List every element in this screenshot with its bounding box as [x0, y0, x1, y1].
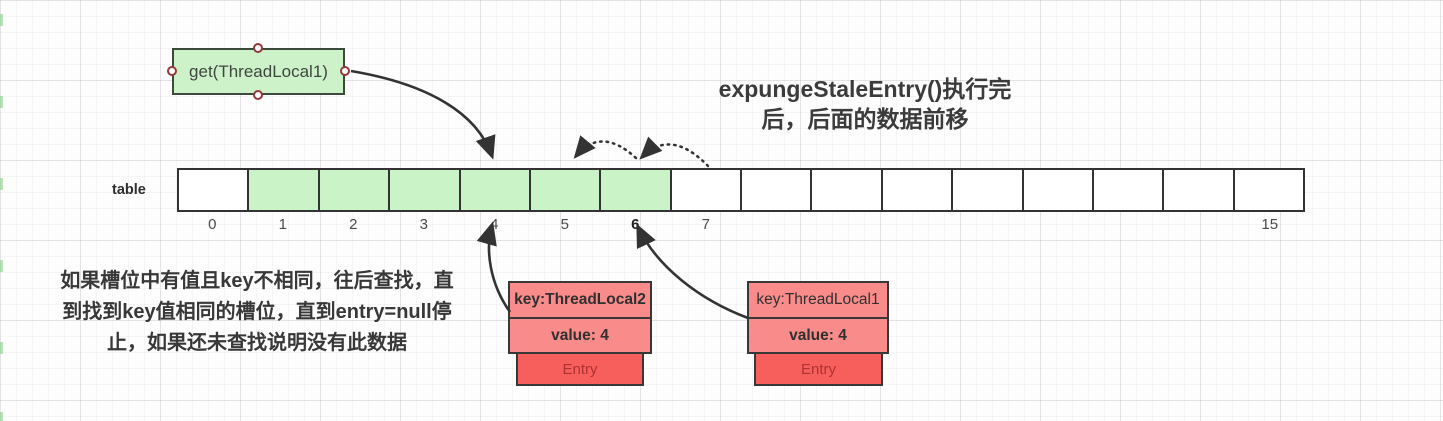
arrow-entry2-to-cell4[interactable]	[476, 221, 512, 313]
entry2-entry-label: Entry	[562, 360, 598, 378]
arrow-get-to-cell4[interactable]	[350, 69, 496, 160]
lookup-note-text[interactable]: 如果槽位中有值且key不相同，往后查找，直 到找到key值相同的槽位，直到ent…	[36, 266, 478, 359]
note-line2: 到找到key值相同的槽位，直到entry=null停	[62, 301, 452, 323]
canvas-edge-mark	[0, 178, 3, 190]
note-line1: 如果槽位中有值且key不相同，往后查找，直	[60, 270, 454, 292]
entry2-key-box[interactable]: key:ThreadLocal2	[508, 281, 652, 319]
table-index-label-8	[741, 216, 812, 238]
entry1-key-label: key:ThreadLocal1	[756, 291, 880, 308]
table-index-label-3: 3	[419, 216, 428, 233]
table-cell-14[interactable]	[1162, 170, 1233, 210]
table-index-label-12	[1023, 216, 1094, 238]
selection-handle-bottom[interactable]	[253, 90, 263, 100]
table-index-labels: 0 1 2 3 4 5 6 7 15	[177, 216, 1305, 238]
diagram-title-line2: 后，后面的数据前移	[761, 106, 969, 132]
selection-handle-right[interactable]	[340, 66, 350, 76]
table-cells[interactable]	[177, 168, 1305, 212]
entry1-entry-box[interactable]: Entry	[754, 352, 883, 386]
table-cell-1[interactable]	[247, 170, 318, 210]
dotted-shift-arrow-cell7-to-cell6[interactable]	[639, 136, 710, 168]
table-cell-12[interactable]	[1021, 170, 1092, 210]
table-index-label-0: 0	[208, 216, 217, 233]
entry2-entry-box[interactable]: Entry	[516, 352, 644, 386]
canvas-edge-mark	[0, 342, 3, 354]
table-index-label-7: 7	[701, 216, 710, 233]
selection-handle-top[interactable]	[253, 43, 263, 53]
table-cell-13[interactable]	[1091, 170, 1163, 210]
table-index-label-13	[1094, 216, 1165, 238]
entry1-entry-label: Entry	[800, 360, 836, 378]
table-cell-10[interactable]	[880, 170, 952, 210]
dotted-shift-arrow-cell6-to-cell5[interactable]	[573, 135, 638, 160]
entry2-key-label: key:ThreadLocal2	[514, 291, 646, 308]
entry2-value-box[interactable]: value: 4	[508, 317, 652, 354]
table-cell-3[interactable]	[388, 170, 459, 210]
table-index-label-15: 15	[1261, 216, 1279, 233]
table-index-label-9	[812, 216, 883, 238]
table-label: table	[112, 182, 146, 198]
table-cell-2[interactable]	[317, 170, 389, 210]
arrow-entry1-to-cell6[interactable]	[636, 223, 749, 320]
table-cell-6[interactable]	[599, 170, 670, 210]
table-index-label-11	[953, 216, 1024, 238]
note-line3: 止，如果还未查找说明没有此数据	[107, 332, 407, 354]
table-index-label-4: 4	[490, 216, 499, 233]
canvas-edge-mark	[0, 260, 3, 272]
diagram-title-line1: expungeStaleEntry()执行完	[718, 76, 1012, 102]
table-cell-15[interactable]	[1232, 170, 1303, 210]
table-cell-9[interactable]	[810, 170, 881, 210]
table-index-label-2: 2	[349, 216, 358, 233]
table-cell-0[interactable]	[179, 170, 248, 210]
canvas-edge-mark	[0, 412, 3, 421]
table-index-label-10	[882, 216, 953, 238]
table-cell-11[interactable]	[951, 170, 1022, 210]
canvas-edge-mark	[0, 96, 3, 108]
table-cell-8[interactable]	[740, 170, 811, 210]
table-index-label-6: 6	[631, 216, 640, 233]
entry1-value-box[interactable]: value: 4	[747, 317, 889, 354]
table-cell-4[interactable]	[458, 170, 529, 210]
table-index-label-1: 1	[278, 216, 287, 233]
selection-handle-left[interactable]	[167, 66, 177, 76]
entry2-value-label: value: 4	[551, 326, 609, 344]
entry1-value-label: value: 4	[789, 326, 847, 344]
table-cell-7[interactable]	[669, 170, 740, 210]
canvas-edge-mark	[0, 14, 3, 26]
table-cell-5[interactable]	[528, 170, 600, 210]
get-threadlocal1-label: get(ThreadLocal1)	[189, 61, 328, 81]
table-index-label-5: 5	[560, 216, 569, 233]
get-threadlocal1-node[interactable]: get(ThreadLocal1)	[172, 48, 345, 95]
table-index-label-14	[1164, 216, 1235, 238]
entry1-key-box[interactable]: key:ThreadLocal1	[747, 281, 889, 319]
diagram-title[interactable]: expungeStaleEntry()执行完 后，后面的数据前移	[700, 74, 1030, 134]
